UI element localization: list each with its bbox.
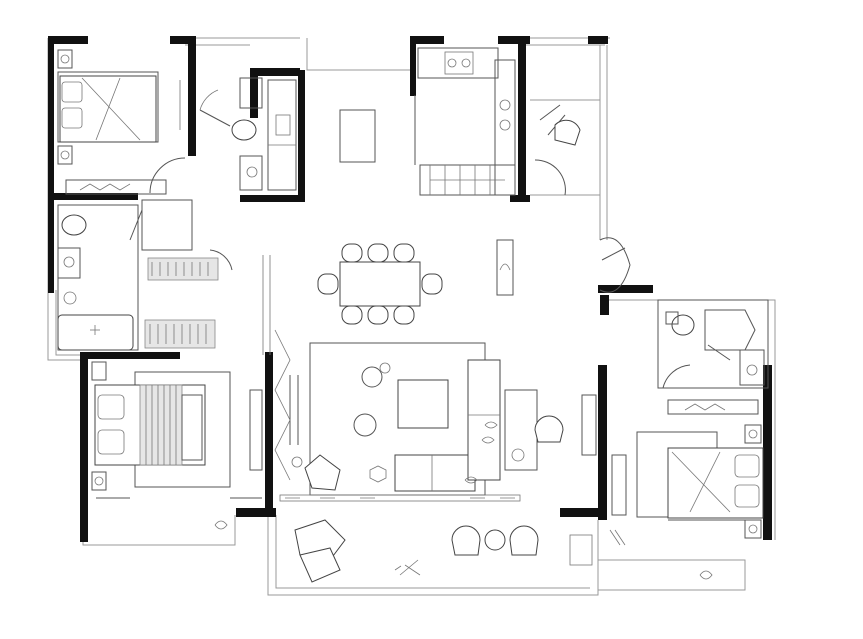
stove-icon — [499, 119, 511, 131]
closet — [144, 319, 216, 349]
chair-icon — [421, 273, 443, 295]
sideboard — [496, 239, 514, 296]
chair-icon — [393, 305, 415, 325]
chair-icon — [451, 525, 481, 556]
chair-icon — [367, 305, 389, 325]
shower — [141, 199, 193, 251]
tv-unit — [611, 454, 627, 516]
plant-icon — [214, 520, 228, 530]
wardrobe — [65, 179, 167, 195]
sink-icon — [57, 247, 81, 279]
toilet-icon — [231, 119, 257, 141]
sink-icon — [444, 51, 474, 75]
chair-icon — [393, 243, 415, 263]
bathroom-right — [657, 299, 769, 415]
kitchen-counter — [494, 59, 516, 196]
pillow — [734, 454, 760, 478]
chair-icon — [341, 305, 363, 325]
armchair-icon — [299, 547, 341, 583]
side-table — [361, 366, 383, 388]
wardrobe — [667, 399, 759, 415]
master-bedroom-right — [581, 394, 764, 580]
nightstand — [57, 49, 73, 69]
pillow — [97, 394, 125, 420]
living-room — [262, 237, 631, 502]
bathtub-icon — [57, 314, 134, 351]
nightstand — [57, 145, 73, 165]
walls — [48, 36, 772, 542]
nightstand — [744, 519, 762, 539]
plant-icon — [369, 465, 387, 483]
toilet-icon — [671, 314, 695, 336]
nightstand — [91, 471, 107, 491]
counter — [267, 79, 297, 191]
chair-icon — [341, 243, 363, 263]
dining-table — [339, 261, 421, 307]
coffee-table — [397, 379, 449, 429]
desk — [504, 389, 538, 471]
toilet-icon — [61, 214, 87, 236]
wardrobe — [249, 389, 263, 471]
wardrobe — [581, 394, 597, 456]
bedroom-bottom-left — [91, 361, 263, 530]
sofa — [467, 359, 501, 481]
sink-icon — [239, 155, 263, 191]
armchair-icon — [294, 519, 346, 561]
stove-icon — [499, 99, 511, 111]
side-table — [484, 529, 506, 551]
kitchen-counter — [419, 164, 516, 196]
pillow — [61, 107, 83, 129]
blanket — [139, 384, 183, 466]
utility-room — [534, 104, 581, 196]
plant-icon — [699, 570, 713, 580]
chair-icon — [534, 415, 564, 443]
shower — [704, 309, 756, 351]
nightstand — [91, 361, 107, 381]
sink-icon — [739, 349, 765, 386]
double-bed — [667, 447, 764, 519]
outer-contour — [47, 37, 776, 596]
chair-icon — [367, 243, 389, 263]
bedroom-top-left — [57, 49, 186, 195]
sofa — [394, 454, 476, 492]
nightstand — [744, 424, 762, 444]
chair-icon — [317, 273, 339, 295]
chair-icon — [554, 119, 581, 146]
chair-icon — [509, 525, 539, 556]
bathroom-top-left — [57, 199, 233, 351]
ottoman — [353, 413, 377, 437]
floor-drain — [63, 291, 77, 305]
kitchen-counter — [417, 47, 499, 79]
armchair-icon — [304, 454, 341, 491]
balcony — [294, 519, 593, 583]
pillow — [734, 484, 760, 508]
pillow — [97, 429, 125, 455]
dining-area — [317, 109, 514, 325]
closet — [147, 257, 219, 281]
balcony-door-track — [279, 494, 521, 502]
bathroom-top-center — [199, 77, 297, 191]
kitchen-island — [339, 109, 376, 163]
kitchen — [414, 47, 516, 196]
door-swing — [149, 157, 186, 194]
pillow — [61, 81, 83, 103]
